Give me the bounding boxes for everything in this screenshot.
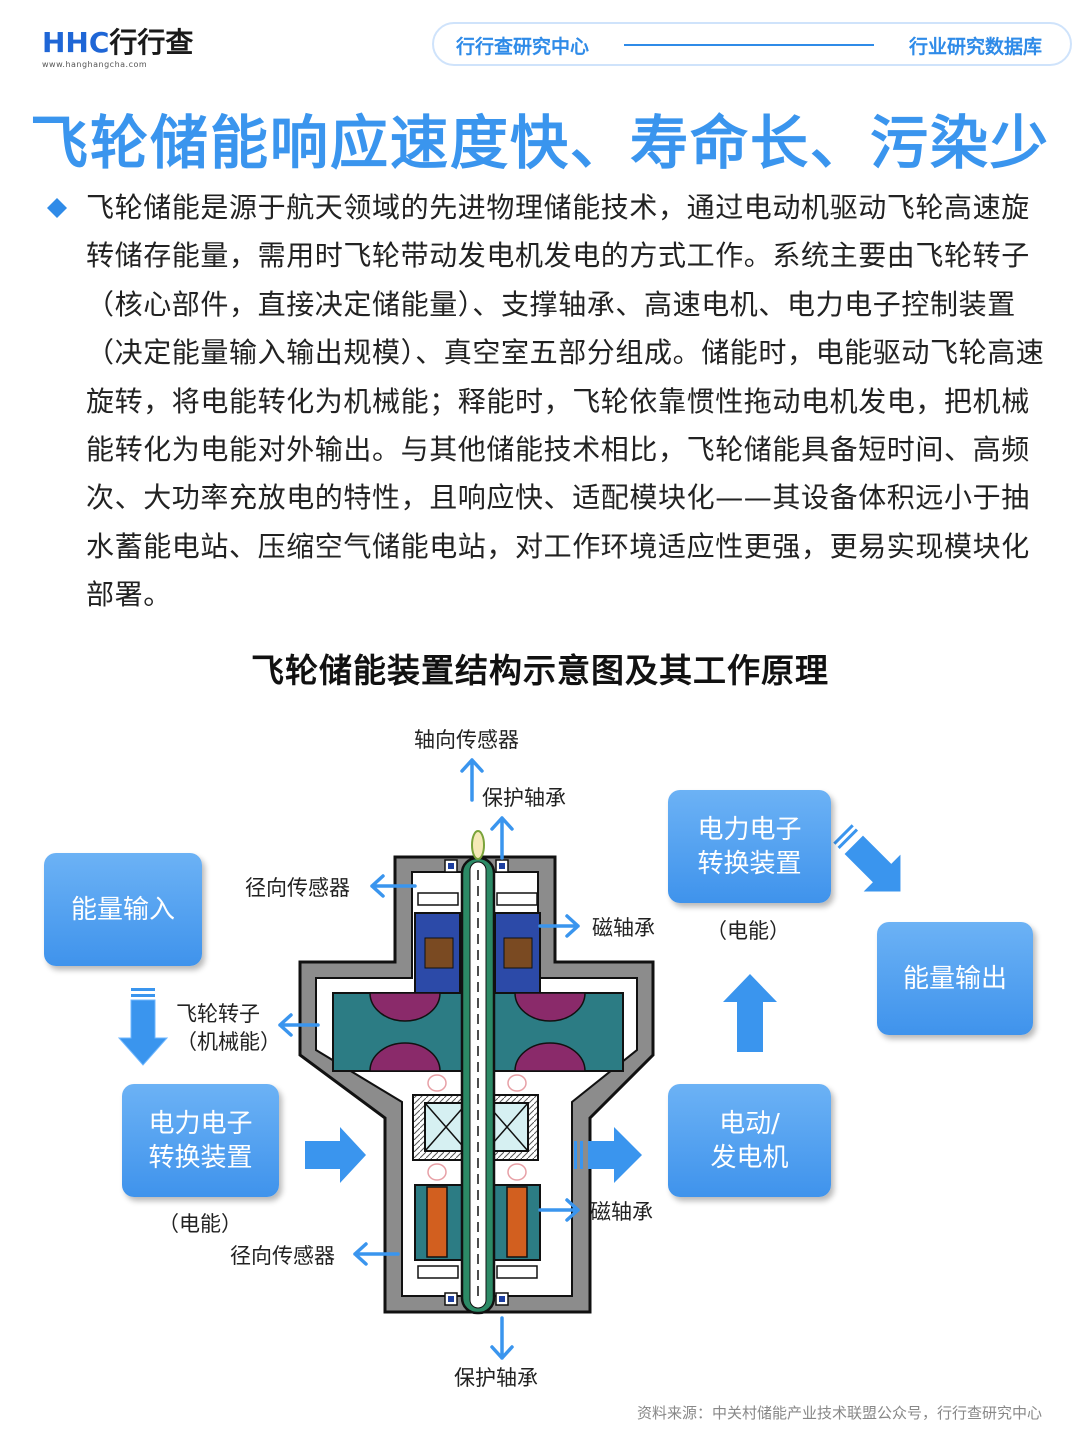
logo-url: www.hanghangcha.com (42, 60, 148, 69)
energy-output-label: 能量输出 (902, 963, 1007, 994)
motor-generator-label: 电动/ 发电机 (710, 1108, 789, 1173)
flow-arrows (117, 824, 901, 1183)
logo-mark: HHC (42, 26, 110, 59)
motor-generator-box[interactable]: 电动/ 发电机 (668, 1084, 831, 1197)
energy-output-box[interactable]: 能量输出 (877, 922, 1033, 1035)
source-note: 资料来源：中关村储能产业技术联盟公众号，行行查研究中心 (636, 1404, 1042, 1422)
energy-input-box[interactable]: 能量输入 (44, 853, 202, 966)
electric-energy-right-label: （电能） (706, 919, 790, 943)
magnetic-bearing-top-label: 磁轴承 (592, 916, 655, 940)
protect-bearing-bottom-label: 保护轴承 (454, 1366, 538, 1390)
pill-divider-line (624, 44, 874, 46)
electric-energy-left-label: （电能） (158, 1212, 242, 1236)
intro-paragraph: 飞轮储能是源于航天领域的先进物理储能技术，通过电动机驱动飞轮高速旋转储存能量，需… (86, 191, 1045, 612)
power-converter-left-box[interactable]: 电力电子 转换装置 (122, 1084, 279, 1197)
radial-sensor-bottom-label: 径向传感器 (230, 1244, 335, 1268)
radial-sensor-top-label: 径向传感器 (245, 876, 350, 900)
logo-cn: 行行查 (109, 26, 194, 59)
power-converter-right-label: 电力电子 转换装置 (697, 814, 802, 879)
magnetic-bearing-bottom-label: 磁轴承 (590, 1200, 653, 1224)
pill-left-text[interactable]: 行行查研究中心 (456, 36, 590, 58)
diamond-bullet-icon (47, 198, 67, 218)
figure-title: 飞轮储能装置结构示意图及其工作原理 (251, 651, 829, 690)
protect-bearing-top-label: 保护轴承 (482, 786, 566, 810)
power-converter-left-label: 电力电子 转换装置 (148, 1108, 253, 1173)
pill-right-text[interactable]: 行业研究数据库 (908, 36, 1042, 58)
page-title: 飞轮储能响应速度快、寿命长、污染少 (29, 109, 1050, 177)
flywheel-rotor-label: 飞轮转子 （机械能） (176, 1002, 281, 1054)
label-arrows (278, 758, 580, 1360)
logo[interactable]: HHC行行查 www.hanghangcha.com (42, 26, 193, 69)
power-converter-right-box[interactable]: 电力电子 转换装置 (668, 790, 831, 903)
energy-input-label: 能量输入 (70, 894, 175, 925)
header: HHC行行查 www.hanghangcha.com 行行查研究中心 行业研究数… (0, 0, 1080, 80)
axial-sensor-label: 轴向传感器 (414, 728, 519, 752)
header-pill: 行行查研究中心 行业研究数据库 (432, 22, 1072, 66)
